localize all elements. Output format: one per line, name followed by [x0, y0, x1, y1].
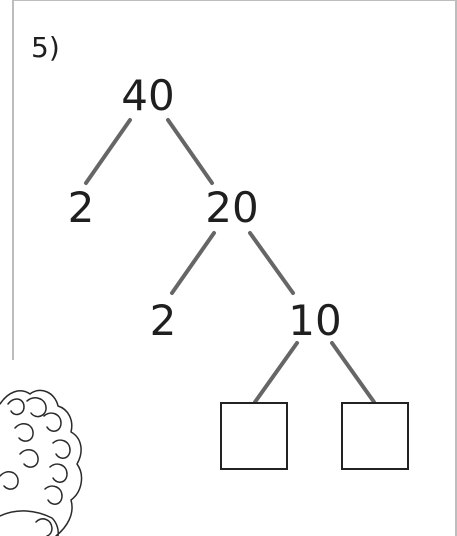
- tree-level2-left-value: 2: [150, 296, 177, 345]
- character-illustration: [0, 389, 83, 536]
- character-hair-curl-6: [44, 485, 63, 505]
- answer-box-left[interactable]: [220, 402, 288, 470]
- branch-40-to-20: [166, 118, 214, 185]
- character-hair-curl-9: [0, 471, 19, 490]
- branch-20-to-2: [170, 231, 216, 295]
- character-hair-curl-1: [7, 398, 25, 416]
- character-hair-outline: [0, 389, 83, 536]
- tree-level1-right-value: 20: [205, 183, 258, 232]
- branch-20-to-10: [248, 231, 295, 295]
- character-hair-curl-3: [43, 412, 62, 432]
- branch-10-to-left-box: [253, 341, 299, 404]
- tree-root-value: 40: [121, 71, 174, 120]
- tree-level2-right-value: 10: [288, 296, 341, 345]
- character-face-edge: [0, 510, 59, 536]
- character-hair-curl-5: [49, 463, 68, 483]
- problem-number: 5): [31, 31, 60, 64]
- tree-level1-left-value: 2: [68, 183, 95, 232]
- answer-box-right[interactable]: [341, 402, 409, 470]
- branch-40-to-2: [84, 118, 132, 185]
- character-hair-curl-2: [26, 397, 47, 418]
- character-ear: [35, 518, 53, 536]
- branch-10-to-right-box: [330, 341, 376, 404]
- worksheet-border: [12, 0, 457, 360]
- character-hair-curl-4: [52, 439, 71, 459]
- character-hair-curl-8: [19, 449, 39, 468]
- character-hair-curl-7: [14, 423, 34, 442]
